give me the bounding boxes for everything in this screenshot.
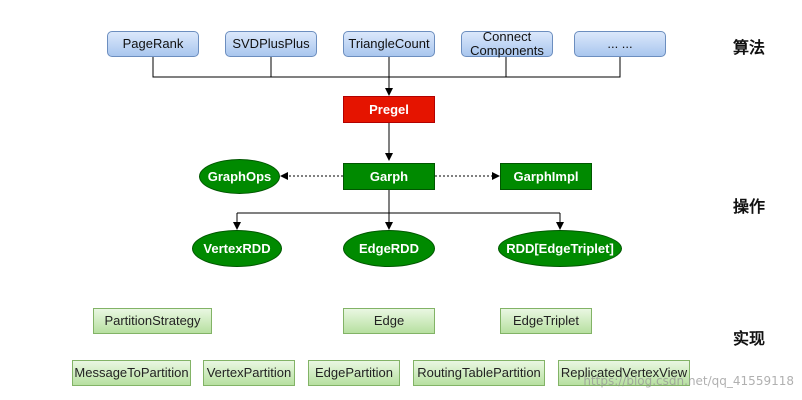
- edgepartition-label: EdgePartition: [314, 365, 394, 380]
- vertexrdd-label: VertexRDD: [203, 240, 271, 256]
- garph-label: Garph: [369, 168, 409, 184]
- pregel-label: Pregel: [369, 101, 409, 117]
- replicatedvertexview-node: ReplicatedVertexView: [558, 360, 690, 386]
- edgetriplet-node: EdgeTriplet: [500, 308, 592, 334]
- watermark-url: https://blog.csdn.net/qq_41559118: [583, 374, 794, 388]
- svdplusplus-node: SVDPlusPlus: [225, 31, 317, 57]
- layer-label-algorithm: 算法: [733, 38, 766, 57]
- graphops-node: GraphOps: [199, 159, 280, 194]
- vertexpartition-node: VertexPartition: [203, 360, 295, 386]
- algorithms-merge-line: [152, 57, 621, 78]
- partitionstrategy-label: PartitionStrategy: [104, 313, 201, 328]
- edgepartition-node: EdgePartition: [308, 360, 400, 386]
- pagerank-label: PageRank: [122, 36, 184, 51]
- replicatedvertexview-label: ReplicatedVertexView: [560, 365, 688, 380]
- edgerdd-node: EdgeRDD: [343, 230, 435, 267]
- layer-label-implementation: 实现: [733, 329, 766, 348]
- garph-branch-line: [237, 190, 560, 214]
- routingtablepartition-node: RoutingTablePartition: [413, 360, 545, 386]
- connect-components-node: Connect Components: [461, 29, 553, 58]
- pregel-node: Pregel: [343, 96, 435, 123]
- garphimpl-label: GarphImpl: [513, 168, 579, 184]
- vertexrdd-node: VertexRDD: [192, 230, 282, 267]
- connect-components-label: Connect Components: [470, 29, 544, 58]
- pagerank-node: PageRank: [107, 31, 199, 57]
- svdplusplus-label: SVDPlusPlus: [232, 36, 310, 51]
- trianglecount-label: TriangleCount: [348, 36, 430, 51]
- rdd-edgetriplet-label: RDD[EdgeTriplet]: [506, 240, 614, 256]
- partitionstrategy-node: PartitionStrategy: [93, 308, 212, 334]
- edgetriplet-label: EdgeTriplet: [513, 313, 579, 328]
- trianglecount-node: TriangleCount: [343, 31, 435, 57]
- graphops-label: GraphOps: [207, 168, 272, 184]
- garphimpl-node: GarphImpl: [500, 163, 592, 190]
- more-algorithms-node: ... ...: [574, 31, 666, 57]
- vertexpartition-label: VertexPartition: [206, 365, 292, 380]
- routingtablepartition-label: RoutingTablePartition: [417, 365, 541, 380]
- rdd-edgetriplet-node: RDD[EdgeTriplet]: [498, 230, 622, 267]
- more-algorithms-label: ... ...: [607, 36, 633, 51]
- messagetopartition-node: MessageToPartition: [72, 360, 191, 386]
- edgerdd-label: EdgeRDD: [359, 240, 419, 256]
- garph-node: Garph: [343, 163, 435, 190]
- layer-label-operation: 操作: [733, 197, 766, 216]
- edge-node: Edge: [343, 308, 435, 334]
- edge-label: Edge: [373, 313, 405, 328]
- messagetopartition-label: MessageToPartition: [74, 365, 189, 380]
